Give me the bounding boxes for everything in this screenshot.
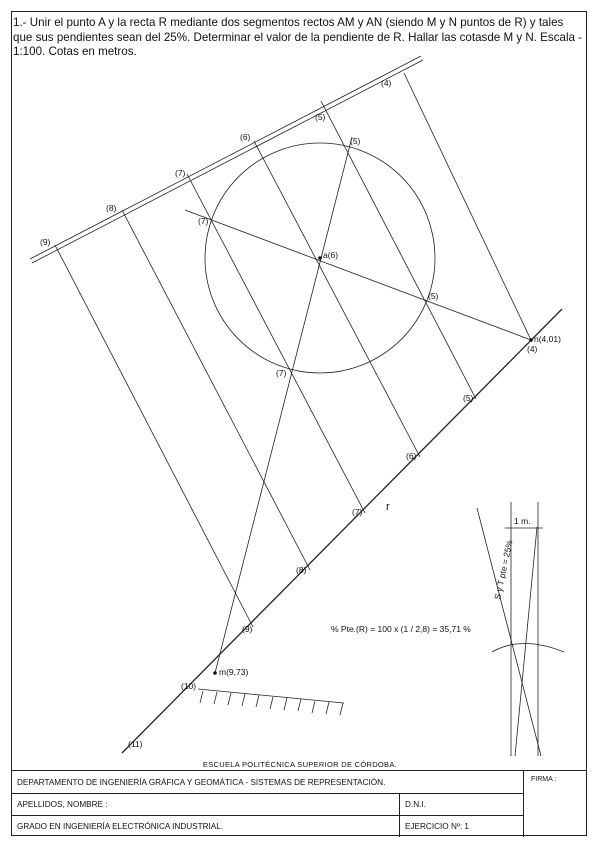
slope-line-t xyxy=(514,526,538,757)
r-label-7: (7) xyxy=(352,507,363,517)
point-n-label: n(4,01) xyxy=(534,334,561,344)
point-a xyxy=(318,256,322,260)
circle-label-bottom: (7) xyxy=(276,368,287,378)
r-label-5: (5) xyxy=(463,393,474,403)
top-label-8: (8) xyxy=(106,203,117,213)
dni-label: D.N.I. xyxy=(405,799,426,809)
line-r-label: r xyxy=(386,501,390,513)
r-label-6: (6) xyxy=(406,451,417,461)
title-block-divider-2 xyxy=(11,815,523,816)
contour-line-8 xyxy=(121,209,311,571)
r-label-11: (11) xyxy=(128,739,143,749)
line-am xyxy=(214,136,353,674)
drawing-sheet-border xyxy=(11,11,587,836)
department-cell: DEPARTAMENTO DE INGENIERÍA GRÁFICA Y GEO… xyxy=(17,777,386,787)
r-label-4: (4) xyxy=(527,344,538,354)
degree-label: GRADO EN INGENIERÍA ELECTRÓNICA INDUSTRI… xyxy=(17,821,224,831)
point-m xyxy=(213,671,217,675)
r-label-10: (10) xyxy=(181,681,196,691)
contour-line-6 xyxy=(253,140,421,458)
point-m-label: m(9,73) xyxy=(219,667,248,677)
contour-line-5 xyxy=(320,100,477,400)
title-block: DEPARTAMENTO DE INGENIERÍA GRÁFICA Y GEO… xyxy=(11,770,587,837)
line-r xyxy=(121,308,563,754)
names-label: APELLIDOS, NOMBRE : xyxy=(17,799,108,809)
top-label-6: (6) xyxy=(240,132,251,142)
slope-cone-circle xyxy=(204,142,436,374)
title-block-divider-v2 xyxy=(399,793,400,837)
top-reference-line-2 xyxy=(31,59,424,264)
slope-arc xyxy=(491,643,565,653)
top-label-9: (9) xyxy=(40,237,51,247)
r-label-8: (8) xyxy=(296,565,307,575)
slope-line-s xyxy=(476,507,542,757)
contour-line-9 xyxy=(54,244,254,628)
title-block-divider-1 xyxy=(11,793,523,794)
title-block-divider-v1 xyxy=(523,771,524,837)
contour-line-10 xyxy=(197,688,345,704)
r-label-9: (9) xyxy=(242,624,253,634)
point-n xyxy=(529,338,533,342)
exercise-statement: 1.- Unir el punto A y la recta R mediant… xyxy=(13,16,583,58)
circle-label-right: (5) xyxy=(428,291,439,301)
hatch-marks xyxy=(199,690,344,716)
line-an xyxy=(184,209,532,341)
contour-line-7 xyxy=(186,173,366,514)
top-label-5: (5) xyxy=(315,112,326,122)
top-label-7: (7) xyxy=(175,168,186,178)
firma-label: FIRMA : xyxy=(531,775,557,783)
point-a-label: a(6) xyxy=(323,250,338,260)
top-reference-line-1 xyxy=(29,55,422,260)
school-name: ESCUELA POLITÉCNICA SUPERIOR DE CÓRDOBA. xyxy=(202,760,398,769)
scale-label: 1 m. xyxy=(514,516,531,526)
top-label-4: (4) xyxy=(381,78,392,88)
circle-label-left: (7) xyxy=(198,216,209,226)
exercise-label: EJERCICIO Nº: 1 xyxy=(405,821,469,831)
slope-formula: % Pte.(R) = 100 x (1 / 2,8) = 35,71 % xyxy=(331,624,471,634)
circle-label-top: (5) xyxy=(350,136,361,146)
contour-line-4 xyxy=(403,72,532,341)
